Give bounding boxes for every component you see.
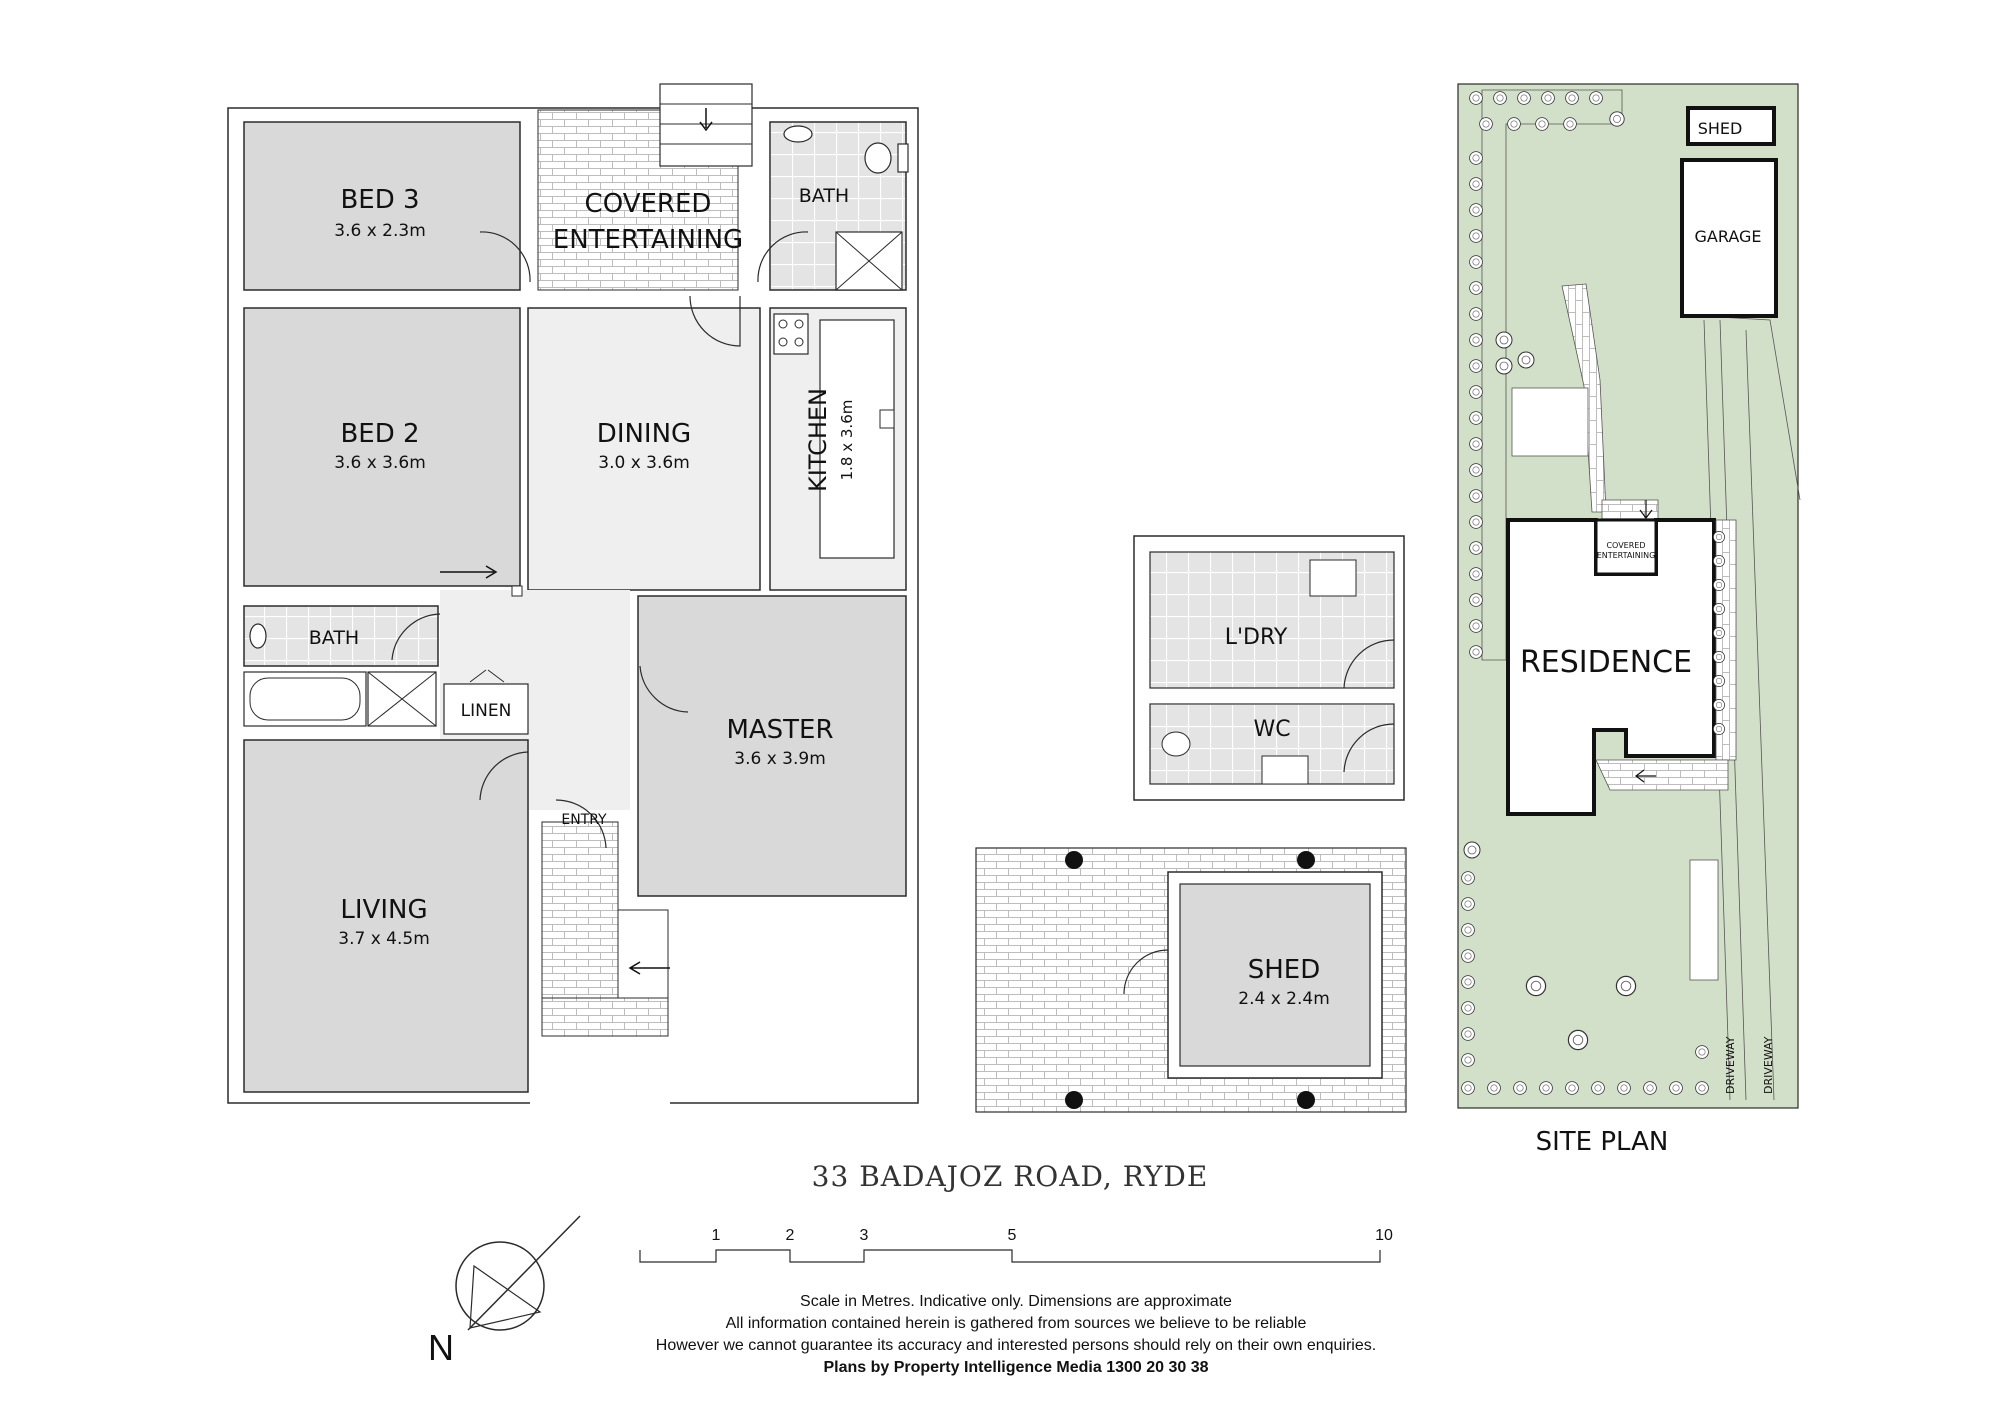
bed2-label: BED 2 xyxy=(340,419,419,449)
laundry-label: L'DRY xyxy=(1225,625,1288,650)
disclaimer-credit: Plans by Property Intelligence Media 130… xyxy=(823,1359,1208,1376)
living-label: LIVING xyxy=(340,895,427,925)
bed2-dims: 3.6 x 3.6m xyxy=(334,453,426,473)
scale-label-5: 5 xyxy=(1008,1227,1017,1244)
master-label: MASTER xyxy=(726,715,833,745)
disclaimer-line-3: However we cannot guarantee its accuracy… xyxy=(656,1337,1376,1354)
bath-mid-label: BATH xyxy=(309,627,359,649)
shed-dims: 2.4 x 2.4m xyxy=(1238,989,1330,1009)
room-linen xyxy=(443,683,529,735)
site-plan-title: SITE PLAN xyxy=(1536,1127,1669,1157)
room-bed3 xyxy=(243,121,521,291)
room-shed xyxy=(1179,883,1371,1067)
disclaimer-line-2: All information contained herein is gath… xyxy=(726,1315,1307,1332)
wc-label: WC xyxy=(1253,717,1290,742)
kitchen-label: KITCHEN xyxy=(804,388,832,492)
scale-bar: 1 2 3 5 10 xyxy=(639,1227,1393,1263)
room-master xyxy=(637,595,907,897)
bath-top-label: BATH xyxy=(799,185,849,207)
disclaimer-line-1: Scale in Metres. Indicative only. Dimens… xyxy=(800,1293,1232,1310)
site-plan: SHED GARAGE COVERED ENTERTAINING RESIDEN… xyxy=(1457,83,1801,1157)
scale-label-2: 2 xyxy=(786,1227,795,1244)
site-shed xyxy=(1686,106,1776,146)
site-garage xyxy=(1680,158,1778,318)
site-residence-label: RESIDENCE xyxy=(1520,645,1692,680)
driveway-label-2: DRIVEWAY xyxy=(1762,1036,1775,1094)
site-garage-label: GARAGE xyxy=(1695,227,1762,246)
site-covered-label: COVERED xyxy=(1606,541,1645,550)
linen-label: LINEN xyxy=(461,701,512,721)
master-dims: 3.6 x 3.9m xyxy=(734,749,826,769)
scale-label-3: 3 xyxy=(860,1227,869,1244)
bed3-label: BED 3 xyxy=(340,185,419,215)
room-bath-mid xyxy=(243,605,439,667)
room-dining xyxy=(527,307,761,591)
north-label: N xyxy=(428,1327,454,1368)
driveway-label-1: DRIVEWAY xyxy=(1724,1036,1737,1094)
scale-label-1: 1 xyxy=(712,1227,721,1244)
address-title: 33 BADAJOZ ROAD, RYDE xyxy=(812,1160,1209,1193)
dining-dims: 3.0 x 3.6m xyxy=(598,453,690,473)
kitchen-dims: 1.8 x 3.6m xyxy=(838,400,856,481)
covered-label-2: ENTERTAINING xyxy=(553,225,743,255)
room-laundry xyxy=(1149,551,1395,689)
disclaimer: Scale in Metres. Indicative only. Dimens… xyxy=(656,1293,1376,1376)
scale-label-10: 10 xyxy=(1375,1227,1393,1244)
shed-label: SHED xyxy=(1248,955,1321,985)
bed3-dims: 3.6 x 2.3m xyxy=(334,221,426,241)
north-compass: N xyxy=(428,1215,581,1368)
living-dims: 3.7 x 4.5m xyxy=(338,929,430,949)
room-bed2 xyxy=(243,307,521,587)
area-entry-steps xyxy=(541,821,619,999)
covered-label-1: COVERED xyxy=(585,189,712,219)
site-shed-label: SHED xyxy=(1698,119,1743,138)
site-entertaining-label: ENTERTAINING xyxy=(1597,551,1656,560)
dining-label: DINING xyxy=(597,419,691,449)
outbuilding-plan: L'DRY WC SHED 2.4 x 2.4m xyxy=(975,535,1407,1113)
entry-label: ENTRY xyxy=(561,812,607,828)
main-floor-plan: BED 3 3.6 x 2.3m COVERED ENTERTAINING BA… xyxy=(227,83,919,1110)
